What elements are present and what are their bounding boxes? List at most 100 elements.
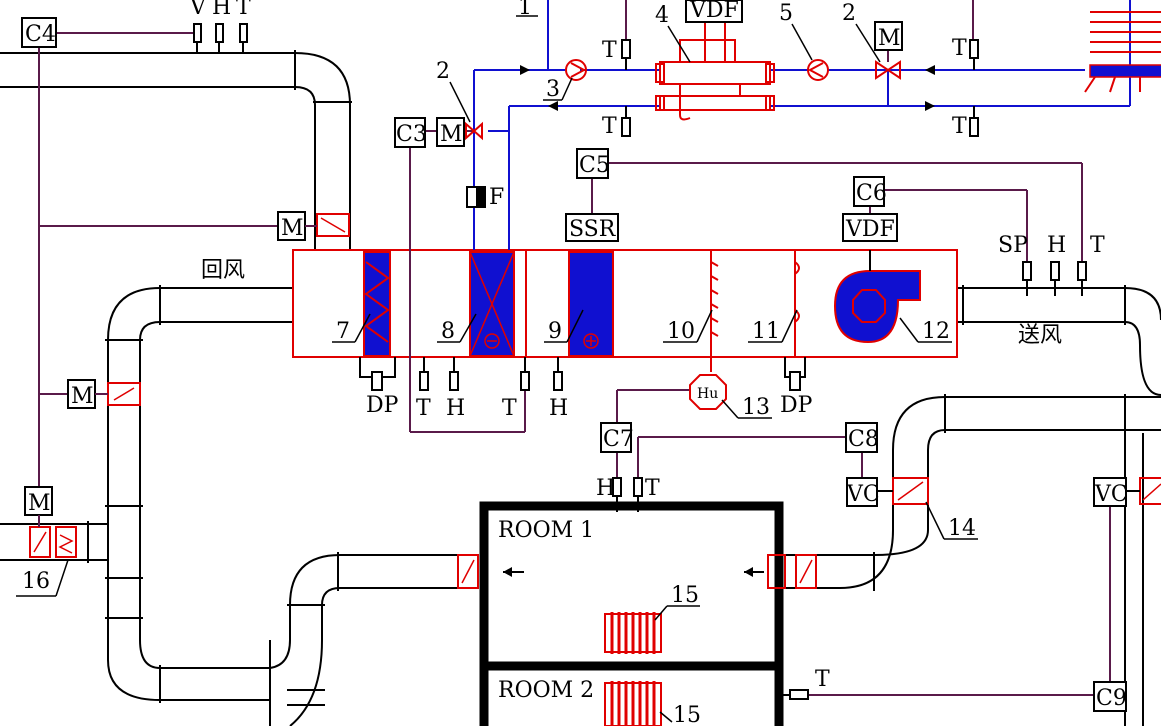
- air-labels: 回风 送风: [201, 258, 1062, 348]
- water-piping: [473, 0, 1161, 250]
- rooms: ROOM 1 ROOM 2: [479, 501, 784, 726]
- controller-c3: [394, 117, 426, 148]
- radiators: [604, 612, 662, 726]
- damper-actuator-left-label: M: [71, 384, 94, 409]
- controller-boxes: C4 C3 C5 C6 C7 C8 C9: [21, 17, 1127, 712]
- number-12: 12: [922, 319, 950, 344]
- sensor-labels: V H T T T T T F DP T H T H DP SP H T H T…: [189, 0, 1105, 692]
- controller-c6-label: C6: [856, 181, 887, 206]
- fan-vdf-label: VDF: [845, 217, 895, 242]
- sensor-h-coil-label: H: [549, 396, 568, 421]
- number-8: 8: [441, 319, 455, 344]
- sensor-sp-label: SP: [998, 233, 1028, 258]
- sensor-h-top-label: H: [212, 0, 231, 20]
- sensor-t-supply-label: T: [602, 38, 617, 63]
- controller-c6: [853, 176, 885, 207]
- ahu-casing: [292, 249, 958, 358]
- controller-c7: [600, 422, 632, 453]
- number-14: 14: [948, 516, 976, 541]
- return-air-label: 回风: [201, 258, 245, 283]
- ssr: [565, 213, 619, 242]
- sensor-h-room1-label: H: [596, 476, 615, 501]
- controller-c5-label: C5: [579, 153, 610, 178]
- room-2-wall: [479, 661, 784, 726]
- room-2-label: ROOM 2: [498, 678, 594, 703]
- component-numbers: 1 2 3 4 5 2 7 8 9 10 11 12 13 14 15 15 1…: [16, 0, 978, 726]
- valve-actuator-right-label: M: [878, 26, 901, 51]
- number-15-room1: 15: [671, 583, 699, 608]
- controller-c8: [845, 422, 878, 453]
- damper-actuator-top-label: M: [281, 216, 304, 241]
- number-11: 11: [752, 319, 780, 344]
- humidistat-label: Hu: [697, 386, 718, 402]
- sensor-t-room1-label: T: [645, 476, 660, 501]
- flow-label: F: [489, 185, 504, 210]
- sensor-t-coil-label: T: [502, 396, 517, 421]
- ahu: [292, 249, 958, 372]
- room-1-label: ROOM 1: [498, 518, 594, 543]
- valve-2-left: [465, 121, 483, 141]
- controller-c3-label: C3: [396, 122, 427, 147]
- number-3: 3: [546, 77, 560, 102]
- controller-c4-label: C4: [25, 22, 56, 47]
- controller-c8-label: C8: [848, 427, 879, 452]
- vav-controller-right-label: VC: [1094, 482, 1128, 507]
- controller-c7-label: C7: [603, 427, 634, 452]
- supply-fan-12: [833, 270, 921, 344]
- valve-actuator-left: [436, 117, 465, 147]
- number-5: 5: [779, 1, 793, 26]
- controller-c9-label: C9: [1096, 686, 1127, 711]
- sensor-dp-left-label: DP: [366, 393, 399, 418]
- radiator-room1: [604, 612, 662, 654]
- vav-controller-14-label: VC: [846, 482, 880, 507]
- damper-actuator-16-label: M: [28, 491, 51, 516]
- sensor-t-supply-air-label: T: [1090, 233, 1105, 258]
- sensor-t-cw-return-label: T: [952, 114, 967, 139]
- controller-c4: [21, 17, 57, 48]
- damper-room1-supply: [795, 554, 817, 589]
- damper-actuator-top: [277, 211, 306, 241]
- sensor-t-cw-supply-label: T: [952, 36, 967, 61]
- radiator-room2: [604, 681, 662, 726]
- valve-actuator-left-label: M: [440, 122, 463, 147]
- sensors: [193, 23, 1087, 700]
- chiller-vdf: [685, 0, 743, 23]
- chiller-vdf-label: VDF: [689, 0, 739, 23]
- vav-controller-14: [846, 477, 878, 507]
- sensor-t-room2-label: T: [815, 667, 830, 692]
- supply-air-label: 送风: [1018, 323, 1062, 348]
- sensor-t-top-label: T: [236, 0, 251, 20]
- sensor-h-mixed-label: H: [446, 396, 465, 421]
- damper-actuator-16: [24, 486, 53, 516]
- number-9: 9: [548, 319, 562, 344]
- damper-room1-return: [457, 554, 479, 589]
- damper-16b: [55, 526, 77, 558]
- number-1: 1: [518, 0, 532, 20]
- number-2-left: 2: [436, 59, 450, 84]
- sensor-t-return-label: T: [602, 114, 617, 139]
- control-valves: [465, 60, 901, 141]
- number-10: 10: [667, 319, 695, 344]
- fan-vdf: [842, 213, 898, 242]
- valve-2-right: [875, 60, 901, 80]
- number-16: 16: [22, 569, 50, 594]
- controller-c5: [576, 148, 609, 179]
- number-4: 4: [655, 3, 669, 28]
- controller-c9: [1093, 681, 1127, 712]
- sensor-h-supply-label: H: [1047, 233, 1066, 258]
- valve-actuator-right: [874, 21, 903, 51]
- sensor-t-mixed-label: T: [416, 396, 431, 421]
- number-7: 7: [336, 319, 350, 344]
- ssr-label: SSR: [569, 217, 617, 242]
- number-2-right: 2: [842, 1, 856, 26]
- sensor-v-label: V: [189, 0, 207, 20]
- sensor-dp-right-label: DP: [780, 393, 813, 418]
- number-15-room2: 15: [673, 703, 701, 726]
- device-boxes: VDF SSR VDF M M M M M VC VC: [24, 0, 1140, 527]
- dampers: [29, 213, 1161, 589]
- cooling-tower: [1084, 11, 1161, 93]
- number-13: 13: [742, 395, 770, 420]
- humidistat-13: Hu: [689, 374, 727, 410]
